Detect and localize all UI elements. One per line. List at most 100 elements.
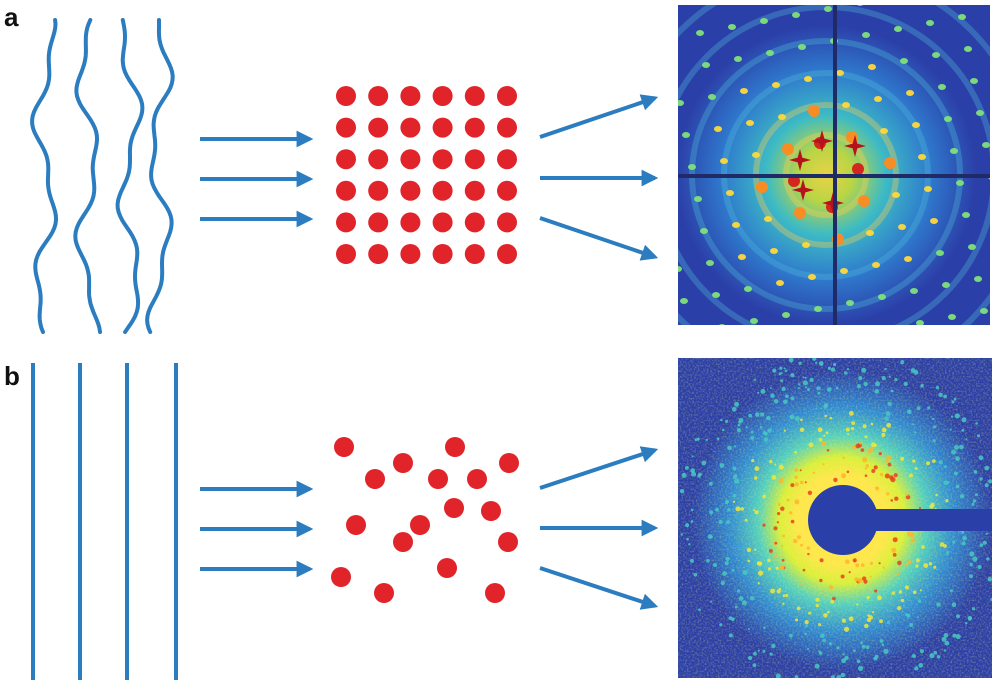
wavy-wavefront	[115, 18, 145, 334]
speckle	[778, 587, 781, 591]
speckle	[965, 438, 968, 441]
strong-bragg-peak	[811, 130, 833, 152]
speckle	[770, 387, 772, 390]
speckle	[758, 649, 760, 652]
lattice-particle	[432, 149, 453, 170]
speckle	[808, 442, 814, 448]
speckle	[819, 578, 823, 583]
bragg-peak	[720, 158, 728, 164]
speckle	[797, 387, 800, 390]
speckle	[754, 466, 760, 471]
disordered-particle	[467, 469, 487, 489]
lattice-particle	[464, 86, 485, 106]
speckle	[954, 444, 959, 450]
speckle	[900, 360, 905, 365]
speckle	[738, 418, 744, 423]
speckle	[820, 441, 826, 446]
speckle	[766, 415, 771, 421]
speckle	[873, 465, 878, 470]
speckle	[951, 602, 957, 607]
bragg-peak	[696, 30, 704, 36]
speckle	[864, 435, 868, 439]
bragg-peak	[706, 260, 714, 266]
speckle	[932, 417, 935, 421]
coherent-waves	[31, 363, 178, 680]
speckle	[768, 548, 773, 553]
bragg-peak	[944, 116, 952, 122]
speckle	[979, 543, 984, 547]
speckle	[933, 650, 938, 655]
speckle	[820, 633, 825, 639]
speckle	[850, 427, 855, 431]
speckle	[790, 396, 795, 401]
speckle	[762, 523, 766, 527]
speckle	[955, 484, 960, 489]
disordered-particle	[485, 583, 505, 603]
lattice-particle	[464, 149, 485, 170]
bragg-peak	[916, 320, 924, 325]
speckle	[777, 511, 781, 516]
speckle	[758, 570, 764, 576]
scattered-arrow	[539, 566, 659, 610]
speckle	[734, 478, 740, 484]
speckle	[979, 477, 983, 481]
speckle	[896, 572, 899, 575]
speckle	[748, 655, 753, 661]
disordered-particle	[428, 469, 448, 489]
speckle	[864, 467, 868, 470]
speckle	[775, 566, 779, 570]
disordered-particle	[365, 469, 385, 489]
speckle	[945, 499, 949, 503]
speckle	[866, 617, 872, 623]
speckle	[933, 425, 937, 429]
speckle	[907, 409, 912, 415]
speckle	[725, 419, 729, 423]
wavy-wavefront	[145, 18, 175, 334]
speckle	[898, 590, 903, 594]
speckle	[870, 442, 876, 448]
speckle	[808, 611, 812, 615]
panel-label-a: a	[4, 2, 19, 32]
speckle	[753, 509, 756, 512]
speckle	[823, 434, 826, 437]
bragg-peak	[766, 50, 774, 56]
speckle	[754, 476, 758, 480]
speckle	[806, 647, 810, 651]
speckle	[762, 649, 766, 653]
speckle	[830, 367, 836, 372]
lattice-particle	[400, 180, 421, 201]
bragg-peak	[968, 244, 976, 250]
bragg-peak	[922, 352, 930, 358]
speckle	[722, 571, 727, 576]
speckle	[860, 355, 862, 357]
bragg-peak	[782, 143, 794, 155]
disordered-particle	[410, 515, 430, 535]
speckle	[904, 585, 910, 590]
speckle	[731, 406, 737, 412]
speckle	[887, 462, 892, 467]
bragg-peak	[726, 190, 734, 196]
speckle	[879, 619, 883, 624]
speckle	[769, 652, 773, 656]
speckle	[887, 401, 892, 407]
speckle	[946, 550, 950, 555]
speckle	[776, 521, 780, 524]
partially-coherent-waves	[30, 18, 175, 334]
speckle	[780, 506, 785, 511]
speckle	[971, 607, 976, 611]
bragg-peak	[750, 318, 758, 324]
bragg-peak	[644, 106, 652, 112]
speckle	[823, 405, 828, 409]
bragg-peak	[894, 26, 902, 32]
speckle	[943, 480, 948, 486]
speckle	[815, 604, 819, 608]
speckle	[773, 399, 779, 404]
speckle	[736, 589, 741, 593]
bragg-peak	[857, 5, 863, 6]
speckle	[918, 506, 922, 510]
speckle	[879, 472, 884, 477]
bragg-peak	[794, 207, 806, 219]
lattice-particle	[368, 244, 389, 264]
speckle	[777, 503, 781, 506]
speckle	[718, 519, 723, 525]
